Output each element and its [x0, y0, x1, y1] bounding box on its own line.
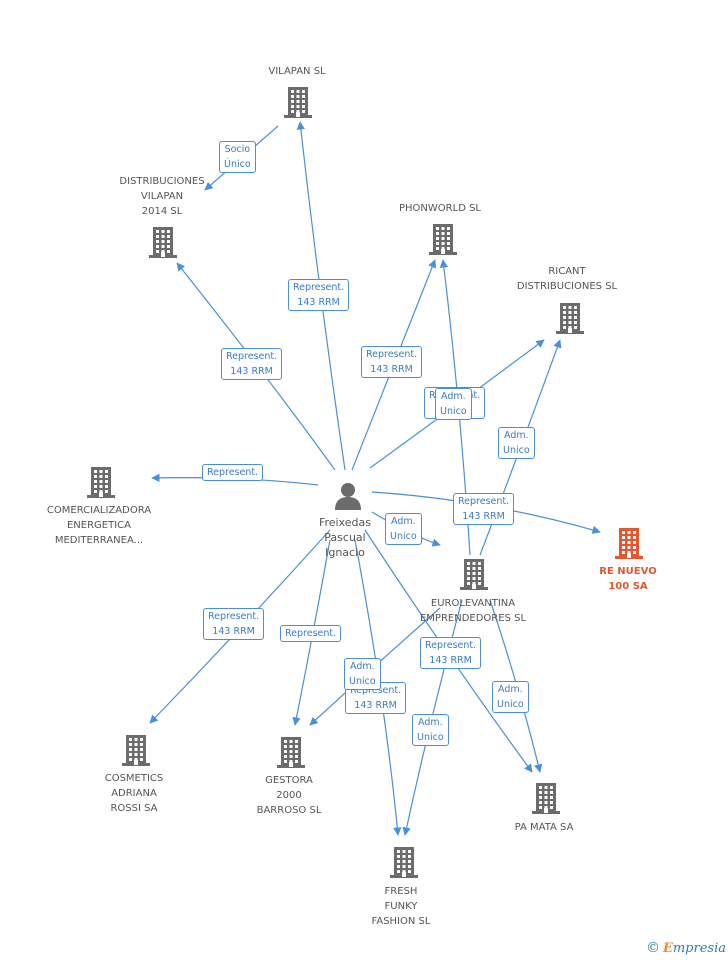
edge-label-rep-distribuciones-vilapan[interactable]: Represent. 143 RRM	[221, 348, 283, 380]
building-icon-cosmetics[interactable]	[120, 733, 152, 767]
building-icon-distribuciones-vilapan[interactable]	[147, 225, 179, 259]
node-label-pa-mata[interactable]: PA MATA SA	[514, 822, 574, 833]
edge-label-rep-re-nuevo[interactable]: Represent. 143 RRM	[453, 493, 515, 525]
node-label-fresh-funky[interactable]: FRESH FUNKY FASHION SL	[371, 886, 431, 927]
node-label-vilapan[interactable]: VILAPAN SL	[268, 66, 326, 77]
edge-label-adm-pa-mata[interactable]: Adm. Unico	[492, 681, 529, 713]
edge-label-rep-phonworld[interactable]: Represent. 143 RRM	[361, 346, 423, 378]
edge-label-rep-pa-mata[interactable]: Represent. 143 RRM	[420, 637, 482, 669]
building-icon-vilapan[interactable]	[282, 85, 314, 119]
building-icon-gestora[interactable]	[275, 735, 307, 769]
building-icon-phonworld[interactable]	[427, 222, 459, 256]
edge-label-rep-gestora[interactable]: Represent.	[280, 625, 342, 642]
node-label-gestora[interactable]: GESTORA 2000 BARROSO SL	[256, 775, 322, 816]
edge-label-rep-comercializadora[interactable]: Represent.	[202, 464, 264, 481]
edge-label-rep-vilapan[interactable]: Represent. 143 RRM	[288, 279, 350, 311]
building-icon-fresh-funky[interactable]	[388, 845, 420, 879]
building-icon-comercializadora[interactable]	[85, 465, 117, 499]
empresia-watermark: ©Empresia	[645, 940, 726, 956]
person-icon[interactable]	[333, 481, 363, 511]
edge-label-adm-ricant[interactable]: Adm. Unico	[498, 427, 535, 459]
building-icon-re-nuevo[interactable]	[613, 526, 645, 560]
node-label-ricant[interactable]: RICANT DISTRIBUCIONES SL	[516, 266, 618, 292]
edge-label-adm-eurolevantina[interactable]: Adm. Unico	[385, 513, 422, 545]
edge-label-socio-unico[interactable]: Socio Único	[219, 141, 256, 173]
node-label-comercializadora[interactable]: COMERCIALIZADORA ENERGETICA MEDITERRANEA…	[46, 505, 152, 546]
edge-label-adm-fresh[interactable]: Adm. Unico	[412, 714, 449, 746]
building-icon-ricant[interactable]	[554, 301, 586, 335]
node-label-distribuciones-vilapan[interactable]: DISTRIBUCIONES VILAPAN 2014 SL	[119, 176, 205, 217]
node-label-cosmetics[interactable]: COSMETICS ADRIANA ROSSI SA	[104, 773, 164, 814]
edge-label-rep-cosmetics[interactable]: Represent. 143 RRM	[203, 608, 265, 640]
node-label-eurolevantina[interactable]: EUROLEVANTINA EMPRENDEDORES SL	[419, 598, 527, 624]
center-person-label[interactable]: Freixedas Pascual Ignacio	[318, 516, 372, 559]
edge-label-adm-phonworld[interactable]: Adm. Unico	[435, 388, 472, 420]
building-icon-pa-mata[interactable]	[530, 781, 562, 815]
edge-label-adm-gestora[interactable]: Adm. Unico	[344, 658, 381, 690]
node-label-phonworld[interactable]: PHONWORLD SL	[399, 203, 481, 214]
node-label-re-nuevo[interactable]: RE NUEVO 100 SA	[599, 566, 657, 592]
building-icon-eurolevantina[interactable]	[458, 557, 490, 591]
